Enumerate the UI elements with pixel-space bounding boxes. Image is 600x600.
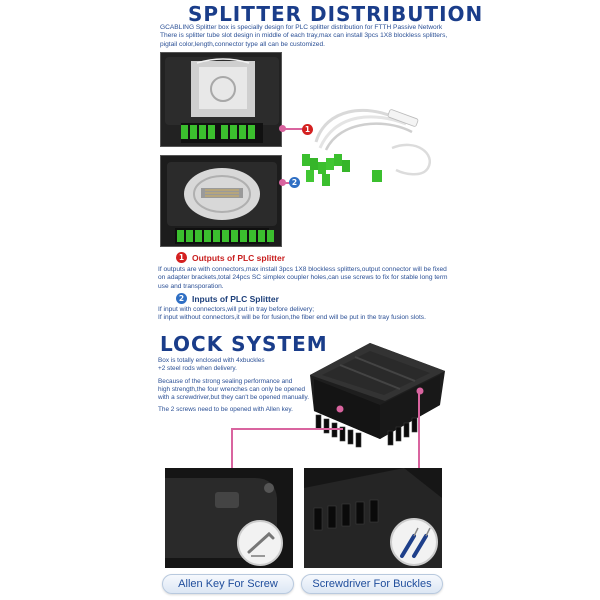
sc-adapter [230,125,237,139]
sc-adapter [231,230,238,242]
lock-text-line: high strength,the four wrenches can only… [158,386,306,394]
lock-section-title: LOCK SYSTEM [160,332,328,356]
sc-adapter [208,125,215,139]
splitter-desc-line: There is splitter tube slot design in mi… [160,32,448,40]
outputs-text-line: If outputs are with connectors,max insta… [158,266,447,273]
closure-box-illustration [300,335,450,450]
lock-text-sealing: Because of the strong sealing performanc… [158,378,318,403]
sc-adapter [186,230,193,242]
sc-adapter [240,230,247,242]
sc-adapter [239,125,246,139]
sc-adapter [249,230,256,242]
sc-adapter [181,125,188,139]
outputs-heading: Outputs of PLC splitter [192,253,286,263]
inputs-heading: Inputs of PLC Splitter [192,294,279,304]
sc-adapter [222,230,229,242]
screwdriver-icon [400,527,431,558]
outputs-text: If outputs are with connectors,max insta… [158,266,458,291]
inputs-text-line: If input without connectors,it will be f… [158,314,426,322]
lock-text-line: Because of the strong sealing performanc… [158,378,293,385]
sc-adapter [221,125,228,139]
inputs-text: If input with connectors,will put in tra… [158,306,458,323]
screwdriver-photo [304,468,442,568]
lock-text-line: Box is totally enclosed with 4xbuckles [158,357,265,364]
screwdriver-zoom-circle [390,518,438,566]
lock-connector-line-v-right [418,392,420,468]
adapter-row-bottom [177,230,274,242]
sc-adapter [267,230,274,242]
splitter-desc-line: pigtail color,length,connector type all … [160,40,325,48]
screwdriver-label: Screwdriver For Buckles [301,574,443,594]
allen-key-zoom-circle [237,520,283,566]
lock-text-buckles: Box is totally enclosed with 4xbuckles +… [158,357,308,373]
output-marker: 1 [176,252,187,263]
lock-text-screws: The 2 screws need to be opened with Alle… [158,406,293,413]
connector-dot-1 [279,125,286,132]
splitter-tray-photo-top [160,52,282,147]
lock-text-line: +2 steel rods when delivery. [158,365,237,373]
sc-adapter [248,125,255,139]
splitter-section-title: SPLITTER DISTRIBUTION [188,2,484,26]
input-marker-diagram: 2 [289,177,300,188]
outputs-text-line: on adapter brackets,total 24pcs SC simpl… [158,274,448,282]
splitter-desc-line: GCABLING Splitter box is specially desig… [160,24,443,31]
inputs-text-line: If input with connectors,will put in tra… [158,306,315,313]
lock-text-line: with a screwdriver,but they can't be ope… [158,394,310,402]
output-marker-diagram: 1 [302,124,313,135]
plc-splitter-illustration [296,98,442,192]
lock-connector-line-v-left [231,429,233,469]
sc-adapter [195,230,202,242]
allen-key-label: Allen Key For Screw [162,574,294,594]
sc-adapter [177,230,184,242]
outputs-text-line: use and transporation. [158,282,224,290]
sc-adapter [204,230,211,242]
sc-adapter [190,125,197,139]
input-marker: 2 [176,293,187,304]
lock-connector-line-h [231,428,343,430]
connector-line-2 [282,182,292,184]
allen-key-icon [247,531,275,557]
splitter-description: GCABLING Splitter box is specially desig… [160,24,460,49]
connector-line-1 [282,128,304,130]
sc-adapter [258,230,265,242]
adapter-row-top [181,125,255,139]
sc-adapter [199,125,206,139]
splitter-tray-photo-bottom [160,155,282,247]
allen-key-photo [165,468,293,568]
connector-dot-2 [279,179,286,186]
sc-adapter [213,230,220,242]
